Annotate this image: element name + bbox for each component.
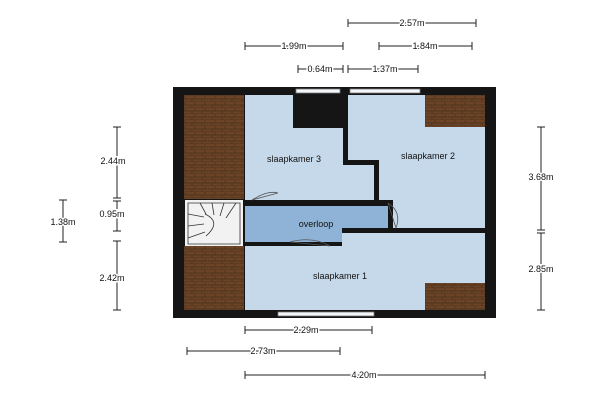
svg-text:2.57m: 2.57m <box>399 18 424 28</box>
dimension-3-68: 3.68m <box>527 126 555 231</box>
roof-right-upper <box>425 95 485 127</box>
room-slaapkamer-2 <box>348 95 485 228</box>
label-slaapkamer-2: slaapkamer 2 <box>401 151 455 161</box>
room-slaapkamer-3 <box>245 95 374 200</box>
dimension-2-57: 2.57m <box>347 17 477 30</box>
room-overloop <box>245 206 388 242</box>
dimension-1-38: 1.38m <box>49 199 77 243</box>
svg-text:3.68m: 3.68m <box>528 172 553 182</box>
dimension-2-85: 2.85m <box>527 232 555 311</box>
svg-text:2.42m: 2.42m <box>99 273 124 283</box>
door-slaapkamer-1 <box>289 239 331 247</box>
room-slaapkamer-1 <box>245 233 485 310</box>
dimension-1-37: 1.37m <box>347 63 419 76</box>
label-overloop: overloop <box>299 219 334 229</box>
dimension-4-20: 4.20m <box>244 369 486 382</box>
dimension-2-29: 2.29m <box>244 324 373 337</box>
svg-text:0.95m: 0.95m <box>99 209 124 219</box>
roof-left-lower <box>184 246 244 310</box>
svg-text:2.29m: 2.29m <box>293 325 318 335</box>
window-bottom <box>277 311 375 317</box>
dimension-2-42: 2.42m <box>98 240 126 311</box>
svg-text:1.37m: 1.37m <box>372 64 397 74</box>
window-top-right <box>349 88 421 94</box>
door-slaapkamer-3 <box>251 191 279 201</box>
svg-text:2.44m: 2.44m <box>100 156 125 166</box>
window-top-left <box>295 88 341 94</box>
roof-left-upper <box>184 95 244 199</box>
svg-text:2.85m: 2.85m <box>528 264 553 274</box>
svg-text:1.99m: 1.99m <box>281 41 306 51</box>
wall-landing-right <box>388 200 393 228</box>
wall-between-3-2 <box>343 92 348 160</box>
svg-text:2.73m: 2.73m <box>250 346 275 356</box>
svg-text:1.38m: 1.38m <box>50 217 75 227</box>
dimension-2-44: 2.44m <box>99 126 127 199</box>
label-slaapkamer-3: slaapkamer 3 <box>267 154 321 164</box>
dimension-1-84: 1.84m <box>378 40 473 53</box>
dimension-0-95: 0.95m <box>98 200 126 232</box>
dimension-0-64: 0.64m <box>297 63 344 76</box>
stairs <box>187 202 241 245</box>
door-slaapkamer-2 <box>387 202 399 229</box>
svg-text:4.20m: 4.20m <box>351 370 376 380</box>
label-slaapkamer-1: slaapkamer 1 <box>313 271 367 281</box>
svg-text:0.64m: 0.64m <box>307 64 332 74</box>
svg-text:1.84m: 1.84m <box>412 41 437 51</box>
roof-right-lower <box>425 283 485 310</box>
dimension-2-73: 2.73m <box>186 345 341 358</box>
dimension-1-99: 1.99m <box>244 40 344 53</box>
